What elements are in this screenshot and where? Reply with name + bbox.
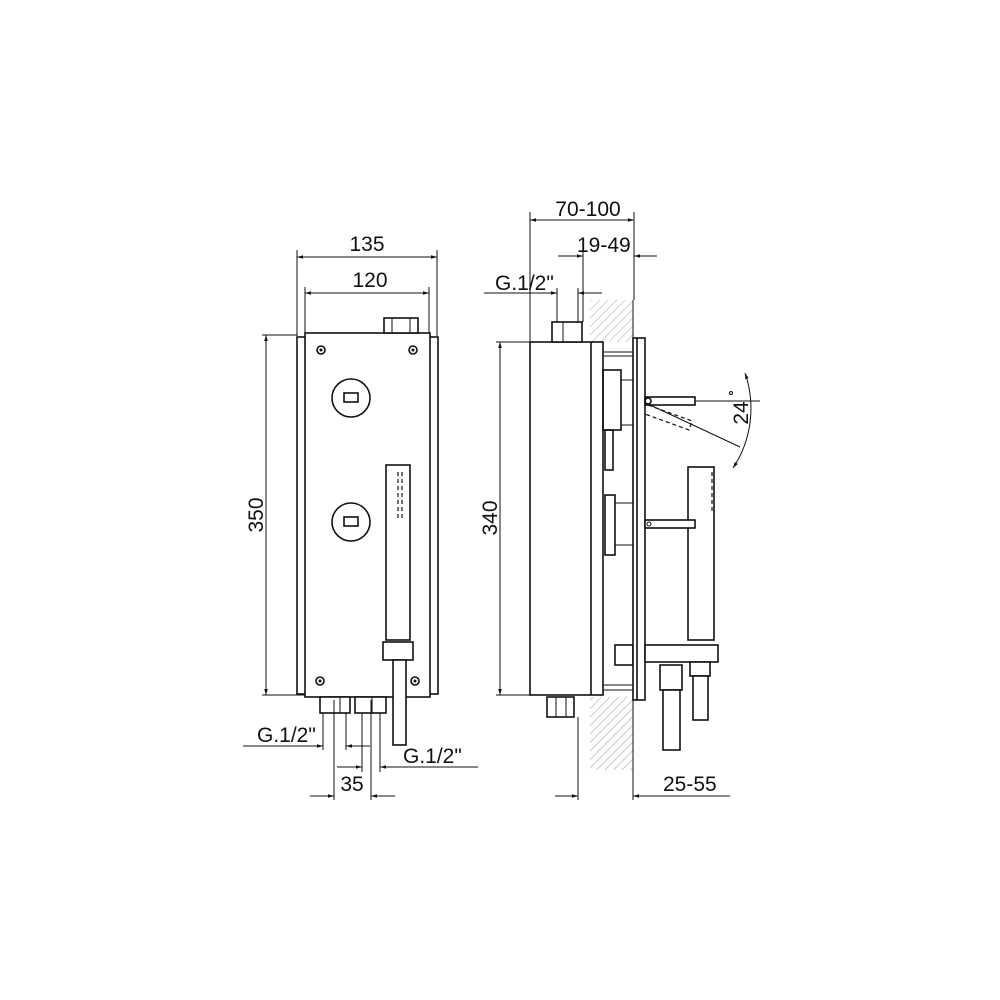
bottom-inlet-nuts xyxy=(319,696,387,714)
dimension-120: 120 xyxy=(304,269,430,333)
dim-label-24: 24 xyxy=(730,401,753,425)
dimension-35: 35 xyxy=(310,700,395,800)
dim-label-135: 135 xyxy=(349,233,384,256)
wall-plate xyxy=(632,337,646,701)
dimension-340: 340 xyxy=(479,341,530,696)
dim-label-19-49: 19-49 xyxy=(577,234,631,257)
side-bottom-nut xyxy=(546,696,575,718)
dimension-inlet-top: G.1/2" xyxy=(484,272,602,322)
wall-hatch-top xyxy=(590,300,633,342)
dim-label-inlet-top: G.1/2" xyxy=(495,272,554,295)
dim-label-inlet-left: G.1/2" xyxy=(257,724,316,747)
top-nut-icon xyxy=(383,317,419,334)
front-view: 135 120 350 G.1/2" G.1/2" 35 xyxy=(243,233,478,800)
upper-control-knob xyxy=(331,378,371,418)
dim-label-120: 120 xyxy=(352,269,387,292)
dim-label-35: 35 xyxy=(340,773,363,796)
lower-control-knob xyxy=(331,502,371,542)
dim-label-25-55: 25-55 xyxy=(663,773,717,796)
dimension-inlet-right: G.1/2" xyxy=(337,713,478,772)
dim-label-340: 340 xyxy=(479,500,502,535)
dimension-135: 135 xyxy=(296,233,438,336)
side-top-nut xyxy=(551,321,583,343)
lever-handle: 24 xyxy=(644,372,760,469)
internal-mechanism xyxy=(602,351,634,691)
side-hand-shower xyxy=(644,466,719,751)
dim-label-70-100: 70-100 xyxy=(555,198,620,221)
dimension-350: 350 xyxy=(245,334,305,696)
side-view: 24 70-100 19-49 xyxy=(479,198,760,800)
dimension-19-49: 19-49 xyxy=(558,234,657,322)
dim-label-350: 350 xyxy=(245,497,268,532)
screw-icons xyxy=(315,345,420,686)
dimension-25-55: 25-55 xyxy=(555,700,730,800)
dim-label-inlet-right: G.1/2" xyxy=(403,745,462,768)
side-body xyxy=(529,341,604,696)
dimension-inlet-left: G.1/2" xyxy=(243,713,370,750)
hand-shower xyxy=(382,464,414,746)
wall-hatch-bottom xyxy=(590,697,633,770)
